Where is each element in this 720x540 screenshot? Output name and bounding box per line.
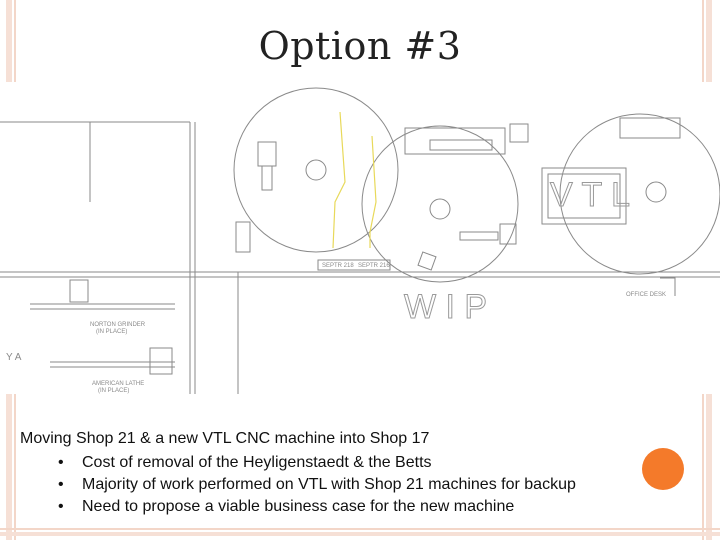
- bullet-item: • Majority of work performed on VTL with…: [20, 474, 670, 496]
- grinder-unit: [69, 279, 89, 303]
- machine-block: [499, 223, 517, 245]
- vtl-pit: [541, 167, 627, 225]
- center-mark: [645, 181, 667, 203]
- machine-detail: [429, 139, 493, 151]
- grinder-sublabel: (IN PLACE): [96, 329, 127, 335]
- machine-block: [404, 127, 506, 155]
- bullet-text: Majority of work performed on VTL with S…: [82, 476, 576, 493]
- vtl-label: V T L: [550, 176, 630, 214]
- part-label-a: SEPTR 218: [322, 263, 354, 269]
- wip-label: W I P: [404, 288, 487, 326]
- caption-lead: Moving Shop 21 & a new VTL CNC machine i…: [20, 430, 430, 447]
- bottom-border-strip: [0, 532, 720, 536]
- bullet-list: • Cost of removal of the Heyligenstaedt …: [20, 452, 670, 518]
- lathe-sublabel: (IN PLACE): [98, 388, 129, 394]
- floor-plan-svg: V T L W I P NORTON GRINDER (IN PLACE) AM…: [0, 87, 720, 394]
- swing-circle-1: [233, 87, 399, 253]
- bullet-dot-icon: •: [58, 454, 64, 471]
- lathe-unit: [149, 347, 173, 375]
- part-label-b: SEPTR 216: [358, 263, 390, 269]
- floor-plan-drawing: V T L W I P NORTON GRINDER (IN PLACE) AM…: [0, 82, 720, 394]
- swing-circle-3: [559, 113, 720, 275]
- grinder-label: NORTON GRINDER: [90, 322, 146, 328]
- machine-block: [417, 251, 437, 271]
- bracket: [660, 277, 676, 296]
- bullet-dot-icon: •: [58, 476, 64, 493]
- lathe-label: AMERICAN LATHE: [92, 381, 144, 387]
- slide-title: Option #3: [258, 24, 462, 68]
- machine-block: [459, 231, 499, 241]
- conduit-line: [332, 111, 346, 249]
- conduit-line: [369, 135, 377, 248]
- bullet-text: Cost of removal of the Heyligenstaedt & …: [82, 454, 432, 471]
- office-desk-label: OFFICE DESK: [626, 292, 666, 298]
- bullet-dot-icon: •: [58, 498, 64, 515]
- vtl-pit-inner: [547, 173, 621, 219]
- accent-circle-decoration: [642, 448, 684, 490]
- caption-block: Moving Shop 21 & a new VTL CNC machine i…: [20, 428, 670, 518]
- desk-outline: [619, 117, 681, 139]
- bullet-item: • Need to propose a viable business case…: [20, 496, 670, 518]
- machine-block: [261, 165, 273, 191]
- bullet-text: Need to propose a viable business case f…: [82, 498, 515, 515]
- machine-block: [235, 221, 251, 253]
- machine-block: [509, 123, 529, 143]
- scale-label: Y A: [6, 352, 22, 363]
- bottom-border-decoration: [0, 526, 720, 540]
- bottom-border-line: [0, 528, 720, 530]
- center-mark: [429, 198, 451, 220]
- machine-block: [257, 141, 277, 167]
- center-mark: [305, 159, 327, 181]
- label-box: [317, 259, 391, 271]
- bullet-item: • Cost of removal of the Heyligenstaedt …: [20, 452, 670, 474]
- swing-circle-2: [361, 125, 519, 283]
